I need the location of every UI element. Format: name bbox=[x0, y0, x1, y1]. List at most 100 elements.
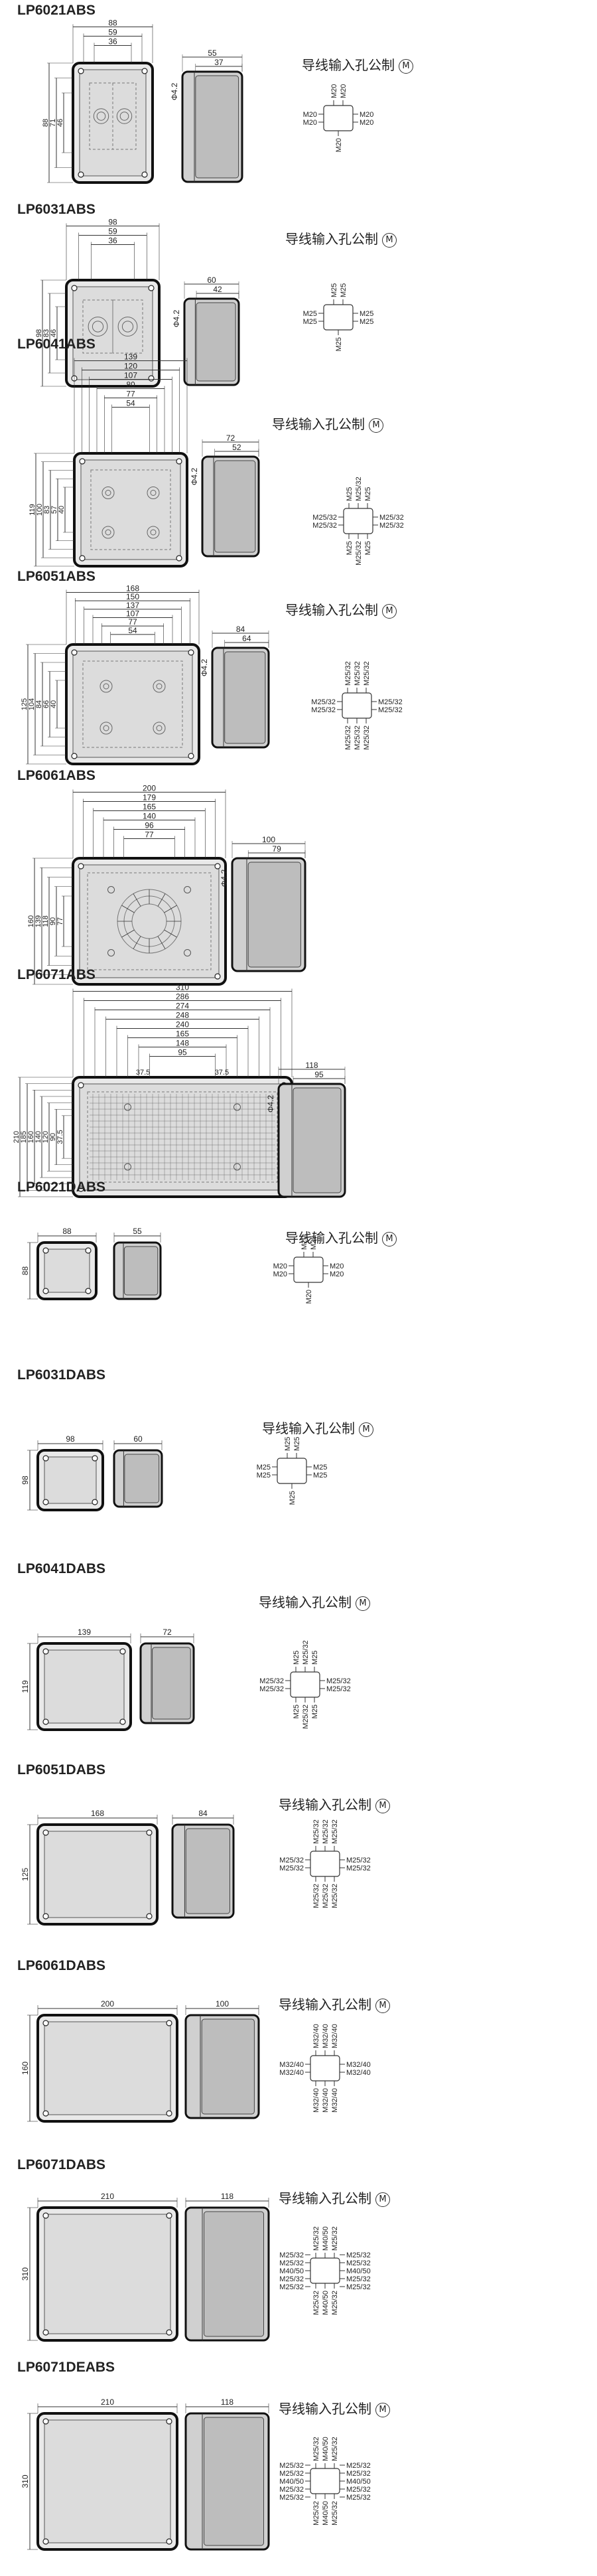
metric-badge-icon: M bbox=[382, 1231, 397, 1247]
model-title: LP6031DABS bbox=[17, 1367, 106, 1383]
side-shade bbox=[196, 302, 236, 382]
gland-label: M25/32 bbox=[346, 2259, 371, 2267]
mounting-hole-icon bbox=[100, 721, 113, 735]
hub-box bbox=[310, 2055, 340, 2082]
dimension-label: 286 bbox=[176, 992, 189, 1002]
screw-icon bbox=[42, 1288, 49, 1294]
dimension-label: 118 bbox=[221, 2192, 233, 2201]
gland-label: M32/40 bbox=[312, 2088, 320, 2113]
bore-label: Φ4.2 bbox=[170, 83, 179, 101]
screw-icon bbox=[42, 2418, 49, 2425]
gland-label: M25 bbox=[313, 1464, 327, 1472]
dimension-label: 274 bbox=[176, 1002, 189, 1011]
dimension-label: 55 bbox=[208, 48, 217, 58]
enclosure-lid bbox=[44, 2021, 171, 2115]
dimension-label: 120 bbox=[42, 1131, 50, 1143]
gland-label: M25/32 bbox=[363, 661, 371, 686]
mounting-hole-icon bbox=[156, 725, 163, 731]
gland-label: M25 bbox=[364, 487, 372, 501]
screw-icon bbox=[166, 2329, 172, 2336]
bore-label: Φ4.2 bbox=[190, 468, 199, 486]
gland-label: M25 bbox=[293, 1705, 300, 1718]
gland-label: M25/32 bbox=[346, 1864, 371, 1872]
gland-label: M25/32 bbox=[259, 1685, 284, 1693]
metric-badge-icon: M bbox=[382, 603, 397, 619]
screw-icon bbox=[166, 2538, 172, 2545]
screw-icon bbox=[79, 555, 86, 562]
front-view bbox=[36, 1642, 132, 1731]
gland-label: M40/50 bbox=[322, 2501, 330, 2526]
screw-icon bbox=[85, 1247, 92, 1254]
dimension-label: 98 bbox=[66, 1434, 75, 1444]
gland-label: M25/32 bbox=[279, 1856, 304, 1864]
bore-label: Φ4.2 bbox=[220, 870, 229, 887]
dimension-label: 40 bbox=[58, 506, 66, 514]
gland-label: M25 bbox=[293, 1437, 301, 1451]
gland-entry-text: 导线输入孔公制 bbox=[272, 416, 365, 432]
front-view bbox=[72, 1076, 293, 1198]
gland-label: M25/32 bbox=[354, 725, 362, 750]
screw-icon bbox=[42, 1648, 49, 1655]
screw-icon bbox=[214, 973, 221, 980]
screw-icon bbox=[166, 2110, 172, 2117]
screw-icon bbox=[78, 1082, 84, 1089]
mounting-hole-icon bbox=[150, 529, 157, 536]
gland-label: M25/32 bbox=[378, 706, 403, 714]
gland-label: M25/32 bbox=[312, 2291, 320, 2315]
gland-label: M25 bbox=[360, 318, 373, 326]
front-view bbox=[36, 1241, 98, 1300]
screw-icon bbox=[214, 863, 221, 870]
knockout-rib bbox=[157, 893, 166, 907]
gland-label: M25/32 bbox=[355, 541, 363, 566]
gland-label: M20 bbox=[330, 84, 338, 98]
knockout-rib bbox=[133, 936, 141, 949]
knockout-rib bbox=[157, 936, 166, 949]
gland-label: M25/32 bbox=[326, 1677, 351, 1685]
gland-label: M25/32 bbox=[331, 1884, 339, 1908]
gland-label: M25/32 bbox=[355, 477, 363, 501]
model-title: LP6071DEABS bbox=[17, 2360, 115, 2375]
gland-label: M25/32 bbox=[279, 2462, 304, 2470]
knockout-outline bbox=[90, 469, 171, 550]
side-shade bbox=[293, 1087, 342, 1193]
gland-label: M25 bbox=[303, 310, 317, 318]
side-shade bbox=[185, 1828, 230, 1914]
mounting-hole-icon bbox=[124, 1103, 131, 1111]
gland-entry-text: 导线输入孔公制 bbox=[285, 1230, 378, 1246]
gland-label: M20 bbox=[360, 119, 373, 127]
gland-label: M25/32 bbox=[331, 1819, 339, 1844]
gland-label: M40/50 bbox=[322, 2291, 330, 2315]
screw-icon bbox=[92, 1455, 98, 1462]
gland-label: M20 bbox=[310, 1236, 318, 1250]
gland-label: M32/40 bbox=[312, 2024, 320, 2048]
screw-icon bbox=[166, 2020, 172, 2026]
gland-label: M25/32 bbox=[331, 2437, 339, 2461]
gland-label: M25/32 bbox=[363, 725, 371, 750]
knockout-icon bbox=[88, 317, 108, 337]
dimension-label: 160 bbox=[21, 2062, 30, 2075]
bore-label: Φ4.2 bbox=[172, 310, 181, 328]
mounting-hole-icon bbox=[103, 725, 109, 731]
dimension-label: 107 bbox=[126, 609, 139, 619]
dimension-label: 59 bbox=[108, 227, 117, 236]
dimension-label: 88 bbox=[21, 1266, 30, 1276]
hub-box bbox=[310, 1851, 340, 1877]
hub-box bbox=[342, 692, 372, 719]
knockout-outline bbox=[87, 1091, 278, 1183]
gland-label: M32/40 bbox=[322, 2088, 330, 2113]
screw-icon bbox=[42, 1913, 49, 1920]
dimension-label: 119 bbox=[21, 1680, 30, 1693]
screw-icon bbox=[42, 1247, 49, 1254]
screw-icon bbox=[166, 2418, 172, 2425]
mounting-hole-icon bbox=[101, 526, 115, 539]
enclosure-lid bbox=[72, 650, 193, 758]
dimension-label: 95 bbox=[178, 1048, 187, 1057]
